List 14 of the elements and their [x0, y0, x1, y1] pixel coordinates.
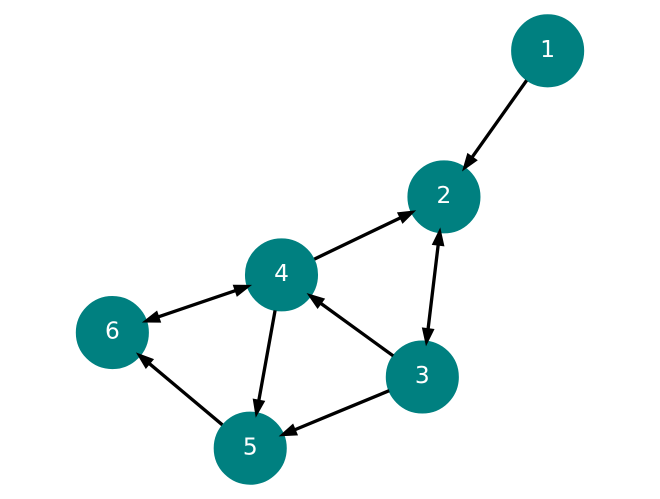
- node-circle: 1: [511, 14, 584, 88]
- node-circle: 2: [407, 160, 480, 234]
- node-circle: 3: [386, 340, 459, 414]
- node-circle: 5: [214, 412, 287, 485]
- arrow: [278, 389, 390, 436]
- arrow: [252, 310, 277, 418]
- arrow: [422, 227, 444, 346]
- arrow: [142, 284, 252, 323]
- arrow: [306, 293, 394, 358]
- arrow: [462, 79, 528, 172]
- node-circle: 6: [76, 296, 149, 370]
- arrow: [136, 352, 224, 426]
- node-circle: 4: [244, 238, 318, 312]
- arrow: [314, 210, 416, 261]
